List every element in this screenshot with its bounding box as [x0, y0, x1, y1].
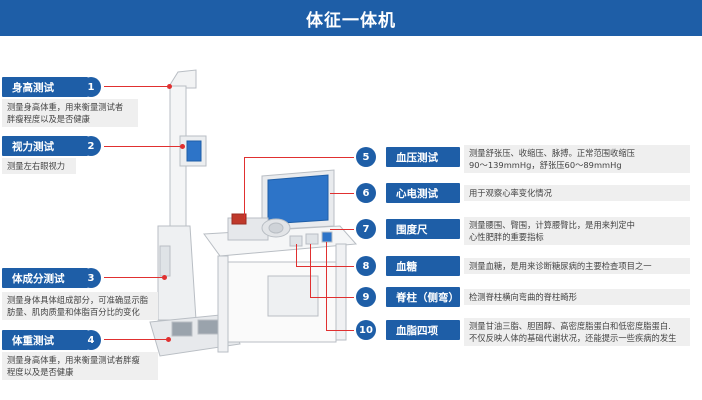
badge-4: 4	[81, 330, 101, 350]
label-height-test: 身高测试	[2, 77, 88, 97]
pointer-line-3	[104, 277, 164, 278]
label-ecg-test: 心电测试	[386, 183, 460, 203]
label-vision-test: 视力测试	[2, 136, 88, 156]
badge-10: 10	[356, 320, 376, 340]
page-title-banner: 体征一体机	[0, 0, 702, 36]
desc-girth-ruler: 测量腰围、臀围，计算腰臀比，是用来判定中心性肥胖的重要指标	[464, 217, 690, 245]
label-blood-lipid-four: 血脂四项	[386, 320, 460, 340]
badge-3: 3	[81, 268, 101, 288]
pointer-dot-1	[167, 84, 172, 89]
badge-2: 2	[81, 136, 101, 156]
pointer-line-5a	[244, 157, 354, 158]
label-blood-pressure-test: 血压测试	[386, 147, 460, 167]
pointer-line-10b	[326, 242, 327, 330]
label-body-composition-test: 体成分测试	[2, 268, 88, 288]
pointer-dot-2	[180, 144, 185, 149]
pointer-dot-3	[162, 275, 167, 280]
badge-7: 7	[356, 219, 376, 239]
pointer-line-8b	[296, 244, 297, 266]
pointer-line-9b	[310, 244, 311, 297]
desc-blood-lipid-four: 测量甘油三脂、胆固醇、高密度脂蛋白和低密度脂蛋白.不仅反映人体的基础代谢状况，还…	[464, 318, 690, 346]
desc-height-test: 测量身高体重，用来衡量测试者胖瘦程度以及是否健康	[2, 99, 138, 127]
pointer-line-4	[104, 339, 168, 340]
badge-1: 1	[81, 77, 101, 97]
pointer-line-10a	[326, 330, 354, 331]
desc-spine-scoliosis: 检测脊柱横向弯曲的脊柱畸形	[464, 289, 690, 305]
page-title: 体征一体机	[306, 10, 396, 31]
badge-6: 6	[356, 183, 376, 203]
pointer-line-5b	[244, 157, 245, 219]
pointer-line-1	[104, 86, 170, 87]
label-weight-test: 体重测试	[2, 330, 88, 350]
desc-body-composition-test: 测量身体具体组成部分，可准确显示脂肪量、肌肉质量和体脂百分比的变化	[2, 292, 158, 320]
desc-vision-test: 测量左右眼视力	[2, 158, 76, 174]
pointer-dot-4	[166, 337, 171, 342]
pointer-line-8a	[296, 266, 354, 267]
pointer-line-6	[330, 193, 354, 194]
badge-8: 8	[356, 256, 376, 276]
badge-9: 9	[356, 287, 376, 307]
label-girth-ruler: 围度尺	[386, 219, 460, 239]
pointer-line-2	[104, 146, 182, 147]
label-blood-glucose: 血糖	[386, 256, 460, 276]
desc-weight-test: 测量身高体重，用来衡量测试者胖瘦程度以及是否健康	[2, 352, 158, 380]
desc-ecg-test: 用于观察心率变化情况	[464, 185, 690, 201]
pointer-line-9a	[310, 297, 354, 298]
label-spine-scoliosis: 脊柱（侧弯）	[386, 287, 460, 307]
pointer-line-7	[330, 229, 354, 230]
desc-blood-glucose: 测量血糖，是用来诊断糖尿病的主要检查项目之一	[464, 258, 690, 274]
badge-5: 5	[356, 147, 376, 167]
